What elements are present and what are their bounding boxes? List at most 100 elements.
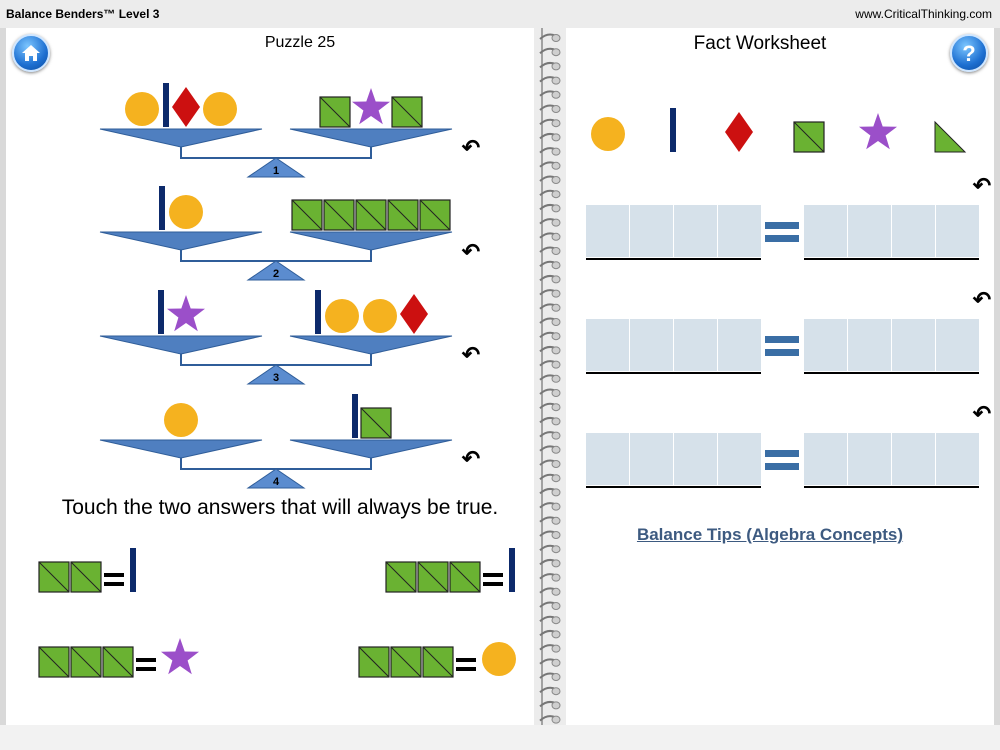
spiral-ring (539, 61, 561, 71)
undo-icon[interactable]: ↶ (972, 287, 992, 312)
spiral-ring (539, 402, 561, 412)
spiral-ring (539, 132, 561, 142)
square-shape (291, 199, 323, 231)
fact-slot-right[interactable] (848, 319, 891, 371)
home-button[interactable] (12, 34, 50, 72)
spiral-ring (539, 431, 561, 440)
square-shape (793, 121, 825, 153)
bar-shape (163, 83, 169, 127)
fact-slot-right[interactable] (804, 205, 847, 257)
undo-icon[interactable]: ↶ (461, 342, 481, 367)
fact-slot-left[interactable] (630, 205, 673, 257)
spiral-ring (539, 260, 561, 270)
fact-slot-left[interactable] (586, 205, 629, 257)
spiral-ring (539, 203, 561, 213)
square-shape (422, 646, 454, 678)
balance-tips-link[interactable]: Balance Tips (Algebra Concepts) (636, 525, 904, 544)
undo-icon[interactable]: ↶ (461, 135, 481, 160)
spiral-ring (539, 587, 561, 596)
undo-icon[interactable]: ↶ (972, 173, 992, 198)
fact-slot-left[interactable] (674, 205, 717, 257)
fact-slot-left[interactable] (718, 433, 761, 485)
undo-icon[interactable]: ↶ (461, 239, 481, 264)
spiral-ring (539, 317, 561, 326)
square-shape (449, 561, 481, 593)
square-shape (38, 646, 70, 678)
circle-shape (482, 642, 516, 676)
help-button[interactable]: ? (950, 34, 988, 72)
palette-item[interactable] (934, 120, 967, 153)
fact-slot-left[interactable] (630, 433, 673, 485)
fact-slot-right[interactable] (892, 205, 935, 257)
undo-icon[interactable]: ↶ (461, 446, 481, 471)
bar-shape (130, 548, 136, 592)
palette-item[interactable] (725, 112, 753, 152)
spiral-ring (539, 416, 561, 426)
question-icon: ? (962, 41, 975, 66)
equals-bar (765, 336, 799, 343)
square-shape (38, 561, 70, 593)
fact-slot-right[interactable] (936, 205, 979, 257)
spiral-ring (539, 473, 561, 483)
square-shape (387, 199, 419, 231)
square-shape (323, 199, 355, 231)
square-shape (385, 561, 417, 593)
fact-slot-left[interactable] (674, 319, 717, 371)
diamond-shape (172, 87, 200, 127)
answer-choice[interactable] (38, 548, 136, 593)
equals-bar (765, 235, 799, 242)
bar-shape (509, 548, 515, 592)
fact-slot-right[interactable] (936, 433, 979, 485)
palette-item[interactable] (670, 108, 676, 152)
spiral-ring (539, 331, 561, 341)
circle-shape (203, 92, 237, 126)
scale-number: 4 (273, 476, 280, 488)
square-shape (360, 407, 392, 439)
spiral-ring (539, 388, 561, 397)
fact-underline (586, 258, 761, 260)
answer-choice[interactable] (385, 548, 515, 593)
worksheet-page (566, 28, 994, 725)
fact-slot-right[interactable] (804, 433, 847, 485)
fact-slot-right[interactable] (892, 433, 935, 485)
spiral-ring (539, 47, 561, 57)
fact-slot-left[interactable] (718, 319, 761, 371)
palette-item[interactable] (793, 121, 825, 153)
diamond-shape (725, 112, 753, 152)
square-shape (419, 199, 451, 231)
fact-slot-right[interactable] (936, 319, 979, 371)
fact-underline (804, 258, 979, 260)
circle-shape (591, 117, 625, 151)
palette-item[interactable] (859, 113, 897, 150)
puzzle-title: Puzzle 25 (264, 34, 336, 51)
fact-slot-left[interactable] (586, 319, 629, 371)
fact-slot-right[interactable] (848, 433, 891, 485)
fact-slot-right[interactable] (892, 319, 935, 371)
square-shape (355, 199, 387, 231)
fact-slot-right[interactable] (848, 205, 891, 257)
spiral-ring (539, 289, 561, 298)
square-shape (102, 646, 134, 678)
spiral-ring (539, 502, 561, 511)
fact-slot-left[interactable] (586, 433, 629, 485)
app-title: Balance Benders™ Level 3 (6, 7, 160, 21)
spiral-ring (539, 189, 561, 199)
answer-choice[interactable] (38, 638, 199, 678)
undo-icon[interactable]: ↶ (972, 401, 992, 426)
balance-scale: 3 (99, 335, 453, 385)
square-shape (417, 561, 449, 593)
fact-slot-right[interactable] (804, 319, 847, 371)
scale-number: 1 (273, 165, 279, 177)
spiral-ring (539, 445, 561, 454)
spiral-ring (539, 90, 561, 99)
square-shape (319, 96, 351, 128)
answer-choice[interactable] (358, 642, 516, 678)
fact-slot-left[interactable] (718, 205, 761, 257)
palette-item[interactable] (591, 117, 625, 151)
spiral-ring (539, 232, 561, 241)
square-shape (70, 646, 102, 678)
fact-slot-left[interactable] (630, 319, 673, 371)
spiral-ring (539, 118, 561, 128)
fact-slot-left[interactable] (674, 433, 717, 485)
